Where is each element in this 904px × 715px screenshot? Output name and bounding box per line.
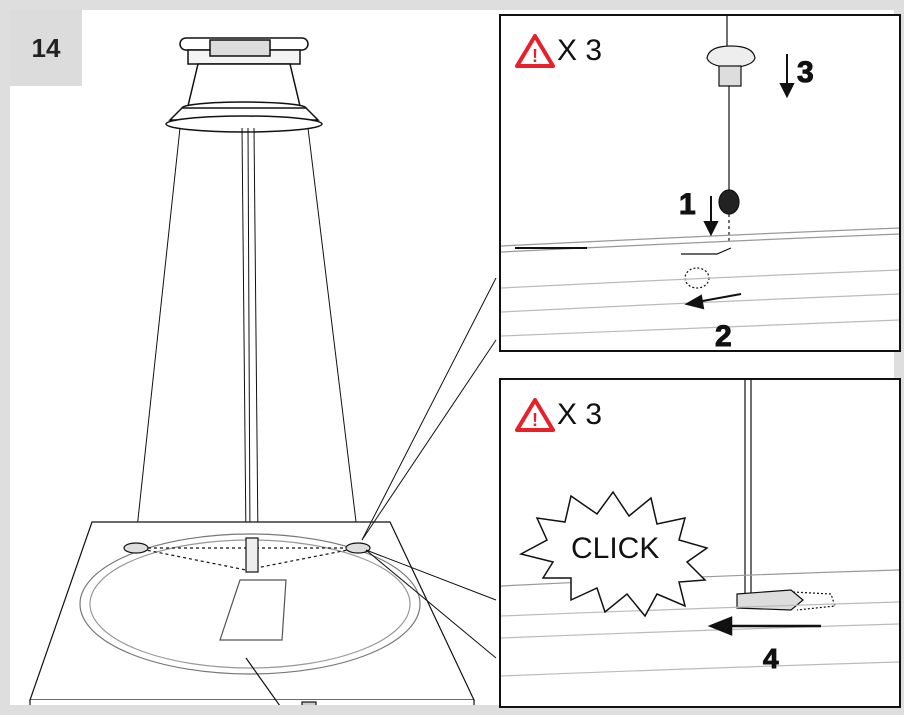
warning-repeat: ! X 3 <box>515 34 602 68</box>
step-label-three: 3 <box>797 56 814 89</box>
arrow-left-icon <box>707 616 821 636</box>
click-label: CLICK <box>571 532 660 565</box>
click-detail-drawing: 4 <box>501 380 899 677</box>
suspension-cables <box>135 127 359 543</box>
lamp-assembly-drawing <box>29 37 497 705</box>
lamp-panel <box>29 521 475 705</box>
warning-repeat: ! X 3 <box>515 398 602 432</box>
warning-triangle-icon: ! <box>515 34 555 68</box>
arrow-left-icon <box>684 293 742 310</box>
arrow-down-icon <box>703 54 795 237</box>
ceiling-canopy <box>165 37 323 133</box>
warning-triangle-icon: ! <box>515 398 555 432</box>
step-label-one: 1 <box>679 188 696 221</box>
step-label-two: 2 <box>715 320 732 350</box>
detail-panel-hook: ! X 3 <box>499 14 901 352</box>
svg-text:!: ! <box>532 410 538 430</box>
zoom-leader-lines <box>361 277 497 659</box>
svg-text:!: ! <box>532 46 538 66</box>
click-burst-icon <box>518 490 709 618</box>
hook-detail-drawing: 1 2 3 <box>501 16 899 350</box>
step-number: 14 <box>10 10 82 86</box>
warning-count: X 3 <box>557 34 603 67</box>
detail-panel-click: 4 ! X 3 CLICK <box>499 378 901 708</box>
step-label-four: 4 <box>763 643 779 674</box>
warning-count: X 3 <box>557 398 603 431</box>
